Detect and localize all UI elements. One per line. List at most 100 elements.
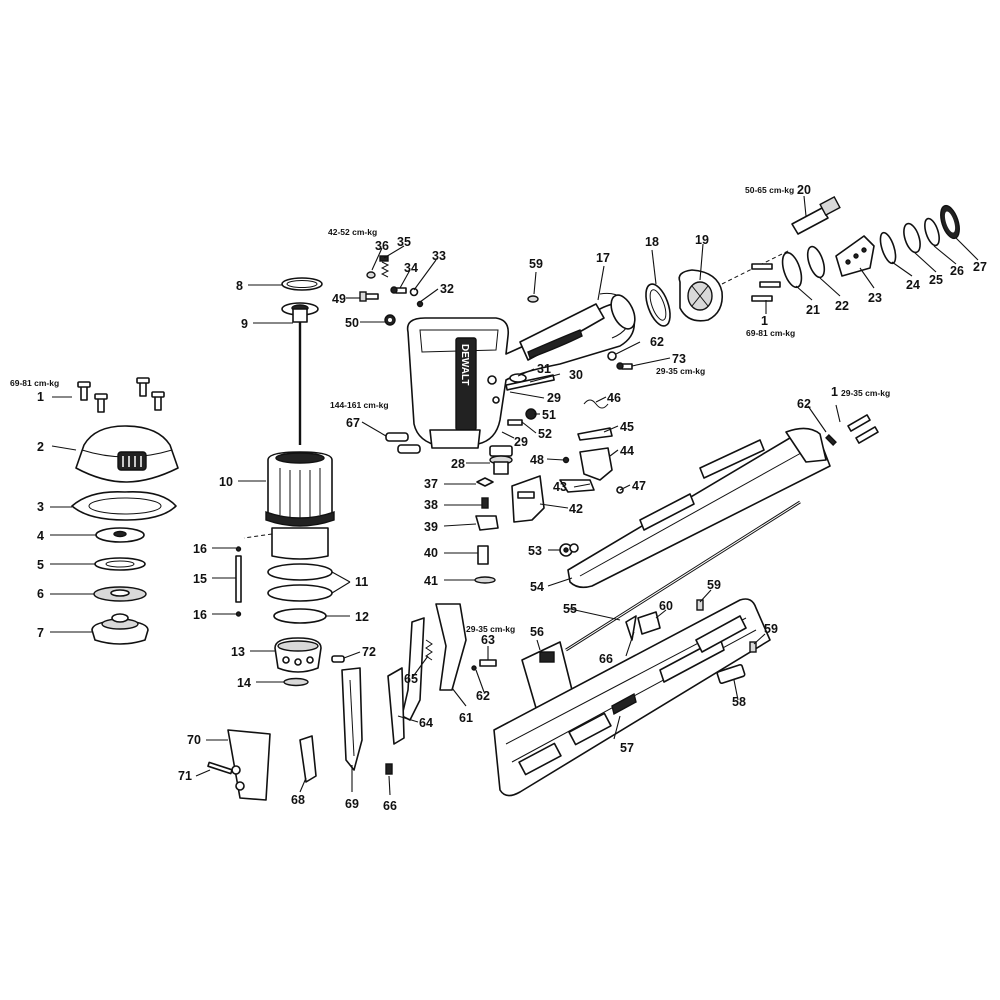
parts-59-60 xyxy=(625,599,757,653)
torque-label: 29-35 cm-kg xyxy=(841,388,890,398)
pin-62-right xyxy=(825,434,837,446)
ring-25 xyxy=(903,222,921,254)
pin-72 xyxy=(331,655,345,663)
cylinder xyxy=(243,451,335,560)
ball-32 xyxy=(416,300,424,308)
callout-number: 59 xyxy=(529,257,543,271)
callout-number: 56 xyxy=(530,625,544,639)
callout-number: 23 xyxy=(868,291,882,305)
piston-driver xyxy=(281,302,319,445)
torque-label: 69-81 cm-kg xyxy=(10,378,59,388)
callout-number: 33 xyxy=(432,249,446,263)
callout-number: 72 xyxy=(362,645,376,659)
callout-number: 70 xyxy=(187,733,201,747)
callout-number: 30 xyxy=(569,368,583,382)
ring-26 xyxy=(924,217,940,247)
callout-number: 39 xyxy=(424,520,438,534)
callout-number: 63 xyxy=(481,633,495,647)
callout-number: 58 xyxy=(732,695,746,709)
seal-18 xyxy=(645,283,671,327)
callout-number: 66 xyxy=(383,799,397,813)
callout-number: 5 xyxy=(37,558,44,572)
callout-number: 59 xyxy=(764,622,778,636)
callout-number: 10 xyxy=(219,475,233,489)
callout-number: 43 xyxy=(553,480,567,494)
callout-number: 38 xyxy=(424,498,438,512)
driver-guide-64 xyxy=(387,667,405,745)
callout-number: 51 xyxy=(542,408,556,422)
torque-label: 69-81 cm-kg xyxy=(746,328,795,338)
torque-labels: 69-81 cm-kg 42-52 cm-kg 50-65 cm-kg 69-8… xyxy=(10,185,890,634)
callout-number: 29 xyxy=(514,435,528,449)
callout-number: 37 xyxy=(424,477,438,491)
callout-number: 1 xyxy=(37,390,44,404)
callout-number: 16 xyxy=(193,542,207,556)
callout-number: 27 xyxy=(973,260,987,274)
callout-numbers: 1 2 3 4 5 6 7 8 9 10 11 12 13 14 15 16 1… xyxy=(37,183,987,813)
callout-number: 65 xyxy=(404,672,418,686)
parts-61-65 xyxy=(401,603,467,721)
cap-washer xyxy=(94,557,146,571)
torque-label: 29-35 cm-kg xyxy=(466,624,515,634)
callout-number: 47 xyxy=(632,479,646,493)
magazine-57 xyxy=(493,598,771,797)
cap-gasket xyxy=(71,490,177,521)
callout-number: 71 xyxy=(178,769,192,783)
callout-number: 40 xyxy=(424,546,438,560)
callout-number: 36 xyxy=(375,239,389,253)
bumper xyxy=(274,637,322,673)
end-cap-19 xyxy=(678,249,791,322)
cap-screws xyxy=(77,377,165,413)
callout-number: 11 xyxy=(355,575,368,589)
screw-62-top xyxy=(607,351,617,361)
torque-label: 42-52 cm-kg xyxy=(328,227,377,237)
callout-number: 31 xyxy=(537,362,551,376)
callout-number: 62 xyxy=(650,335,664,349)
callout-number: 16 xyxy=(193,608,207,622)
magazine-upper-54 xyxy=(567,427,831,589)
callout-number: 26 xyxy=(950,264,964,278)
callout-number: 42 xyxy=(569,502,583,516)
callout-number: 21 xyxy=(806,303,820,317)
callout-number: 68 xyxy=(291,793,305,807)
o-ring-8 xyxy=(281,277,323,291)
brand-label: DEWALT xyxy=(459,344,470,385)
callout-number: 1 xyxy=(831,385,838,399)
pin-34 xyxy=(390,286,407,294)
part-58 xyxy=(716,663,746,685)
callout-number: 9 xyxy=(241,317,248,331)
pin-15-16 xyxy=(235,546,242,617)
callout-number: 20 xyxy=(797,183,811,197)
rod-55 xyxy=(565,500,801,652)
screw-73 xyxy=(616,362,633,370)
nut-50 xyxy=(384,314,396,326)
callout-number: 66 xyxy=(599,652,613,666)
callout-number: 64 xyxy=(419,716,433,730)
plate-68 xyxy=(299,735,317,783)
callout-number: 44 xyxy=(620,444,634,458)
callout-number: 48 xyxy=(530,453,544,467)
clip-66 xyxy=(385,763,393,775)
screw-49 xyxy=(359,291,379,302)
callout-number: 2 xyxy=(37,440,44,454)
oring-33 xyxy=(409,287,419,297)
leader-lines xyxy=(50,195,979,796)
housing: DEWALT xyxy=(406,292,636,449)
latch-69 xyxy=(341,667,363,771)
exhaust-deflector xyxy=(93,586,147,602)
top-cap xyxy=(75,425,179,483)
callout-number: 46 xyxy=(607,391,621,405)
callout-number: 17 xyxy=(596,251,610,265)
callout-number: 13 xyxy=(231,645,245,659)
trigger-parts xyxy=(474,477,499,584)
callout-number: 34 xyxy=(404,261,418,275)
belt-hook-70-71 xyxy=(207,729,271,801)
callout-number: 28 xyxy=(451,457,465,471)
cap-valve xyxy=(91,613,149,645)
cylinder-o-rings xyxy=(267,563,333,624)
callout-number: 1 xyxy=(761,314,768,328)
screw-36 xyxy=(366,271,376,279)
callout-number: 6 xyxy=(37,587,44,601)
callout-number: 50 xyxy=(345,316,359,330)
